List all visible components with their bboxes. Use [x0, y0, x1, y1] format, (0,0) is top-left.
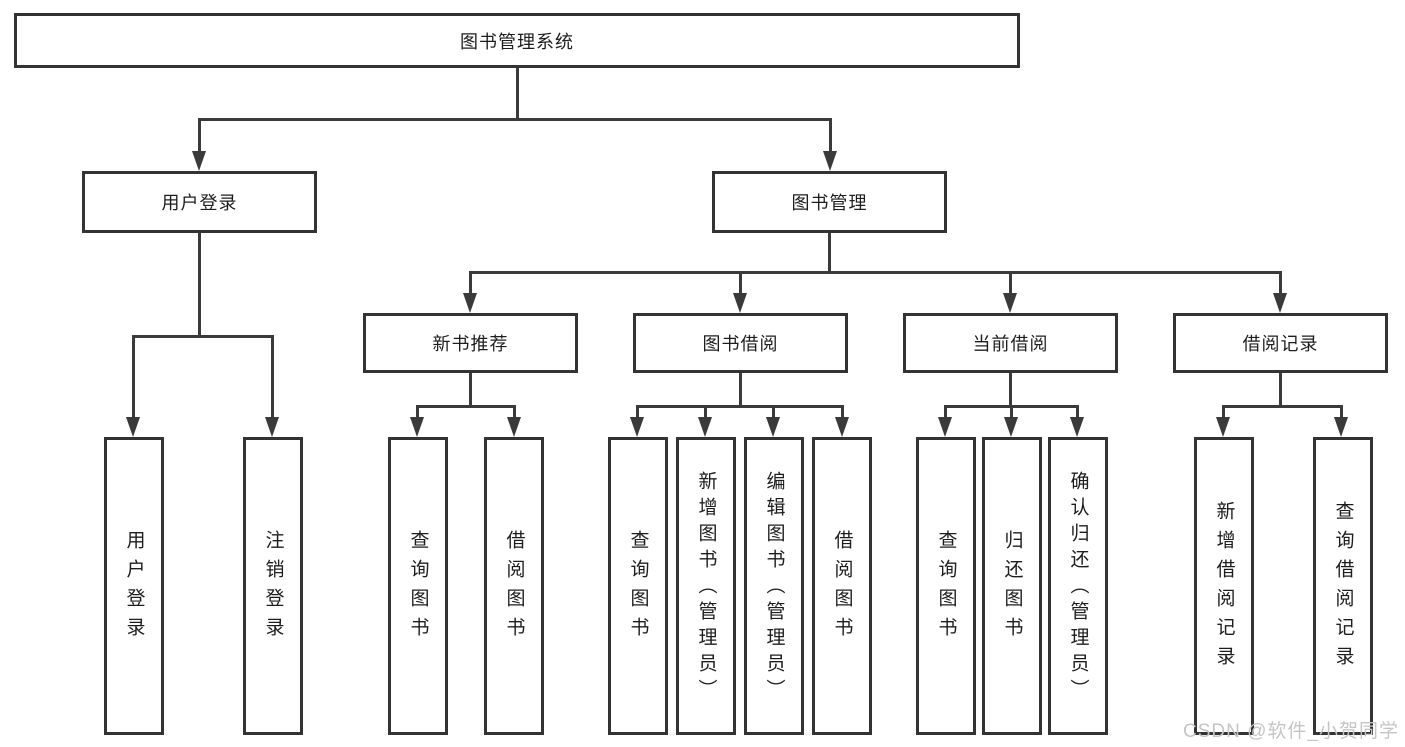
leaf-user-login: 用户登录 — [104, 437, 164, 735]
node-library-system: 图书管理系统 — [14, 13, 1020, 68]
connector-line — [132, 335, 274, 338]
connector-line — [271, 335, 274, 419]
leaf-newbook-query-book: 查询图书 — [388, 437, 448, 735]
arrowhead-down-icon — [823, 151, 837, 171]
connector-line — [1222, 405, 1343, 408]
node-borrow-record: 借阅记录 — [1173, 313, 1388, 373]
node-new-book-recommend: 新书推荐 — [363, 313, 578, 373]
connector-line — [636, 405, 639, 419]
arrowhead-down-icon — [698, 417, 712, 437]
arrowhead-down-icon — [1216, 417, 1230, 437]
arrowhead-down-icon — [1003, 293, 1017, 313]
connector-line — [828, 233, 831, 273]
node-book-borrow: 图书借阅 — [633, 313, 848, 373]
leaf-current-confirm-return-admin: 确认归还（管理员） — [1048, 437, 1108, 735]
arrowhead-down-icon — [410, 417, 424, 437]
arrowhead-down-icon — [1273, 293, 1287, 313]
connector-line — [516, 68, 519, 118]
leaf-record-query-borrow-record: 查询借阅记录 — [1313, 437, 1373, 735]
connector-line — [1222, 405, 1225, 419]
connector-line — [841, 405, 844, 419]
connector-line — [198, 118, 201, 152]
arrowhead-down-icon — [463, 293, 477, 313]
connector-line — [1076, 405, 1079, 419]
arrowhead-down-icon — [766, 417, 780, 437]
leaf-borrow-query-book: 查询图书 — [608, 437, 668, 735]
arrowhead-down-icon — [630, 417, 644, 437]
leaf-borrow-edit-book-admin: 编辑图书（管理员） — [744, 437, 804, 735]
connector-line — [469, 373, 472, 407]
connector-line — [636, 405, 844, 408]
node-book-management: 图书管理 — [712, 171, 947, 233]
arrowhead-down-icon — [507, 417, 521, 437]
leaf-logout-login: 注销登录 — [243, 437, 303, 735]
connector-line — [469, 271, 472, 295]
leaf-borrow-add-book-admin: 新增图书（管理员） — [676, 437, 736, 735]
arrowhead-down-icon — [1004, 417, 1018, 437]
leaf-newbook-borrow-book: 借阅图书 — [484, 437, 544, 735]
connector-line — [198, 118, 832, 121]
connector-line — [1279, 373, 1282, 407]
leaf-record-add-borrow-record: 新增借阅记录 — [1194, 437, 1254, 735]
connector-line — [739, 373, 742, 407]
node-user-login: 用户登录 — [82, 171, 317, 233]
leaf-borrow-borrow-book: 借阅图书 — [812, 437, 872, 735]
arrowhead-down-icon — [938, 417, 952, 437]
connector-line — [198, 233, 201, 335]
leaf-current-query-book: 查询图书 — [916, 437, 976, 735]
connector-line — [1009, 373, 1012, 407]
connector-line — [513, 405, 516, 419]
connector-line — [416, 405, 419, 419]
connector-line — [944, 405, 947, 419]
connector-line — [829, 118, 832, 152]
arrowhead-down-icon — [1334, 417, 1348, 437]
arrowhead-down-icon — [733, 293, 747, 313]
node-current-borrow: 当前借阅 — [903, 313, 1118, 373]
connector-line — [704, 405, 707, 419]
arrowhead-down-icon — [1070, 417, 1084, 437]
arrowhead-down-icon — [835, 417, 849, 437]
connector-line — [739, 271, 742, 295]
connector-line — [132, 335, 135, 419]
connector-line — [1009, 271, 1012, 295]
connector-line — [469, 271, 1282, 274]
arrowhead-down-icon — [192, 151, 206, 171]
arrowhead-down-icon — [126, 417, 140, 437]
connector-line — [1010, 405, 1013, 419]
arrowhead-down-icon — [265, 417, 279, 437]
leaf-current-return-book: 归还图书 — [982, 437, 1042, 735]
connector-line — [1279, 271, 1282, 295]
watermark-text: CSDN @软件_小贺同学 — [1183, 721, 1399, 742]
connector-line — [1340, 405, 1343, 419]
connector-line — [416, 405, 516, 408]
connector-line — [772, 405, 775, 419]
